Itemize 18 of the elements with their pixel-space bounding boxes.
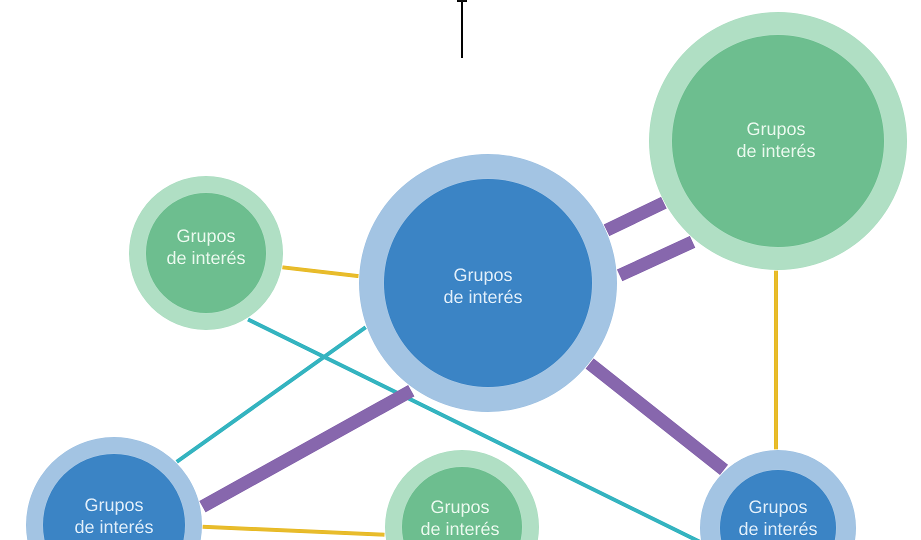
connection-line	[199, 385, 414, 512]
node-label: Grupos de interés	[442, 264, 524, 308]
node-label: Grupos de interés	[73, 494, 155, 538]
node-label: Grupos de interés	[165, 225, 247, 269]
connection-line	[282, 265, 359, 278]
node-label: Grupos de interés	[737, 496, 819, 540]
circle-node	[649, 12, 907, 270]
connection-line	[586, 358, 728, 475]
connection-line	[247, 318, 700, 540]
circle-node	[129, 176, 283, 330]
node-label: Grupos de interés	[735, 118, 817, 162]
node-label: Grupos de interés	[419, 496, 501, 540]
connection-line	[616, 236, 696, 282]
connection-line	[202, 524, 385, 537]
connection-line	[604, 196, 667, 236]
connection-line	[176, 326, 367, 464]
circle-node	[359, 154, 617, 412]
connection-line	[774, 270, 778, 450]
